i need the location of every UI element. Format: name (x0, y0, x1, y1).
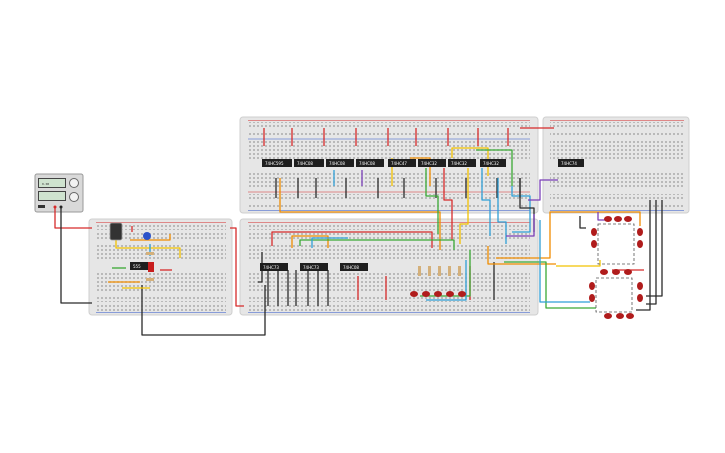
capacitor (109, 222, 123, 241)
chip-body (388, 159, 416, 167)
chip-body (480, 159, 506, 167)
wires (54, 127, 663, 336)
chip-body (130, 262, 152, 270)
chip-label: 74HC74 (561, 161, 577, 166)
chip-label: 74HC32 (421, 161, 437, 166)
chip-body (262, 159, 292, 167)
ceramic-capacitor (143, 232, 151, 240)
chip-body (418, 159, 446, 167)
breadboard-left (88, 218, 233, 316)
chip-body (448, 159, 476, 167)
chip-label: 74HC73 (263, 265, 279, 270)
chip-body (356, 159, 384, 167)
chip-label: 74HC73 (303, 265, 319, 270)
breadboard-top-right (542, 116, 690, 214)
chip-label: 74HC08 (343, 265, 359, 270)
power-supply[interactable]: 0.00 (34, 173, 84, 213)
chip-label: 74HC595 (265, 161, 284, 166)
chip-top-right: 74HC74 (558, 159, 584, 167)
led (148, 262, 154, 272)
chip-label: 74HC08 (359, 161, 375, 166)
psu-voltage-display: 0.00 (42, 182, 49, 186)
chip-body (300, 263, 328, 271)
chip-row-bottom: 74HC73 74HC73 74HC08 (260, 263, 368, 271)
chip-body (558, 159, 584, 167)
breadboard-bottom-main (239, 218, 539, 316)
chip-label: 74HC32 (451, 161, 467, 166)
chip-label: 555 (133, 264, 141, 269)
timer-circuit: 555 (109, 222, 154, 281)
chip-body (340, 263, 368, 271)
chip-label: 74HC08 (297, 161, 313, 166)
chip-label: 74HC32 (483, 161, 499, 166)
chip-row-top: 74HC595 74HC08 74HC08 74HC08 74HC47 74HC… (262, 159, 506, 167)
chip-body (260, 263, 288, 271)
chip-label: 74HC47 (391, 161, 407, 166)
chip-body (294, 159, 324, 167)
chip-body (326, 159, 354, 167)
led-row (410, 291, 466, 297)
led-digit-display (589, 216, 643, 319)
resistor (146, 252, 154, 255)
resistor-row (418, 266, 461, 276)
resistor (146, 278, 154, 281)
chip-label: 74HC08 (329, 161, 345, 166)
